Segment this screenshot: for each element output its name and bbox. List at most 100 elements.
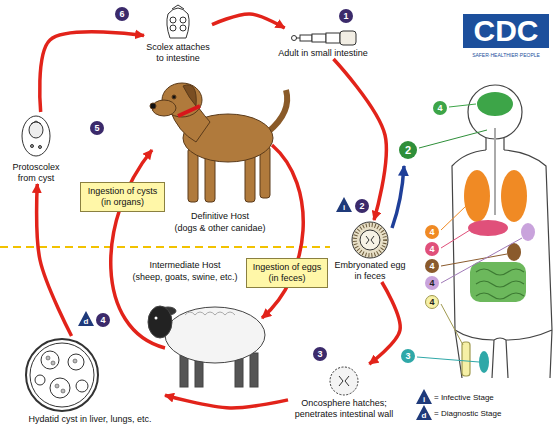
diagnostic-triangle [78, 311, 94, 326]
intestine [470, 262, 526, 302]
leader-line [449, 104, 476, 107]
callout-number: 6 [115, 7, 129, 21]
organ-callout: 4 [425, 242, 439, 256]
organ-callout: 4 [425, 225, 439, 239]
sucker [180, 17, 186, 23]
proglottid [312, 34, 326, 42]
stage-marker-letter: d [418, 411, 430, 420]
callout-leaders [417, 104, 522, 362]
human-infection-arrow [392, 166, 404, 228]
leader-line [441, 304, 463, 345]
life-cycle-arrow [40, 32, 144, 112]
stage-figure: Embryonated egg in feces [332, 220, 408, 282]
egg-shell [352, 222, 388, 258]
egg-figure [352, 222, 388, 258]
node-caption: Protoscolex from cyst [7, 162, 65, 184]
hook-crown [31, 121, 41, 124]
spleen [521, 223, 535, 241]
protoscolex-body [22, 116, 50, 156]
sucker [170, 25, 176, 31]
esophagus [494, 128, 496, 215]
leader-line [441, 230, 470, 248]
node-caption: Adult in small intestine [268, 48, 378, 59]
dog-eye [172, 95, 176, 99]
cyst-wall [26, 339, 98, 411]
worm-neck [296, 38, 300, 39]
proglottid [300, 35, 312, 41]
stage-figure: Scolex attaches to intestine [144, 4, 212, 64]
node-caption: Scolex attaches to intestine [144, 42, 212, 64]
leader-line [441, 206, 466, 230]
host-divider [0, 246, 330, 248]
stage-figure: Hydatid cyst in liver, lungs, etc. [15, 336, 165, 425]
dog-leg [188, 148, 198, 202]
dog-collar [178, 106, 200, 116]
egg-striations [355, 225, 385, 255]
life-cycle-arrow [334, 59, 387, 220]
host-label: Intermediate Host [149, 260, 220, 271]
node-caption: Ingestion of eggs (in feces) [250, 262, 324, 284]
node-caption: Embryonated egg in feces [332, 260, 408, 282]
stage-marker-letter: i [418, 395, 430, 404]
stage-figure: Protoscolex from cyst [7, 112, 65, 184]
sheep-wool [165, 307, 265, 363]
node-caption: Ingestion of cysts (in organs) [84, 186, 161, 208]
life-cycle-arrow [37, 184, 72, 336]
calcareous-body [31, 145, 34, 148]
leader-line [441, 238, 522, 283]
brood-capsule [68, 354, 84, 370]
tissue [479, 351, 489, 373]
scolex-figure [167, 8, 189, 38]
life-cycle-arrow [369, 282, 400, 364]
sheep-leg [180, 354, 188, 387]
adult-worm-figure [292, 31, 357, 45]
legend-row: = Infective Stage [434, 393, 494, 403]
legend-text: = Diagnostic Stage [434, 409, 501, 418]
diagnostic-triangle [416, 405, 432, 420]
hydatid-cyst-figure [26, 339, 98, 411]
logo-box [463, 14, 549, 48]
process-box: Ingestion of cysts (in organs) [80, 182, 165, 212]
stage-figure: Oncosphere hatches; penetrates intestina… [288, 364, 400, 420]
oncosphere-inside [360, 230, 380, 250]
worm-scolex [292, 36, 297, 41]
legend-text: = Infective Stage [434, 393, 494, 402]
protoscolex-figure [22, 116, 50, 156]
callout-number: 2 [355, 199, 369, 213]
hooklets [339, 376, 349, 386]
wool-curls [185, 312, 235, 315]
lung [501, 170, 527, 222]
host-label: Definitive Host [191, 211, 249, 222]
node-caption: Hydatid cyst in liver, lungs, etc. [15, 414, 165, 425]
organ-callout: 4 [425, 276, 439, 290]
logo-text: CDC [474, 15, 539, 47]
organ-callout: 2 [399, 141, 417, 159]
legend-row: = Diagnostic Stage [434, 409, 501, 419]
intestine-coils [476, 269, 524, 299]
hooklets [366, 236, 374, 244]
brood-capsule [50, 378, 70, 398]
human-body-outline [452, 150, 552, 378]
organ-callout: 4 [425, 295, 439, 309]
liver [468, 220, 508, 236]
node-caption: Oncosphere hatches; penetrates intestina… [288, 398, 400, 420]
stage-figure: Adult in small intestine [268, 28, 378, 59]
host-label: (sheep, goats, swine, etc.) [132, 272, 237, 283]
protoscolex [55, 384, 59, 388]
lung [464, 170, 490, 222]
life-cycle-arrow [212, 14, 285, 28]
dog-nose [150, 103, 156, 109]
brood-capsule [76, 380, 88, 392]
callout-number: 5 [90, 121, 104, 135]
leader-line [417, 357, 479, 362]
gravid-proglottid [340, 31, 356, 45]
sheep-figure [148, 306, 265, 387]
protoscolex [51, 361, 55, 365]
invaginated-scolex [29, 122, 43, 138]
sheep-leg [250, 353, 258, 387]
infective-triangle [416, 389, 432, 404]
process-box: Ingestion of eggs (in feces) [246, 258, 328, 288]
infective-triangle [336, 197, 352, 212]
